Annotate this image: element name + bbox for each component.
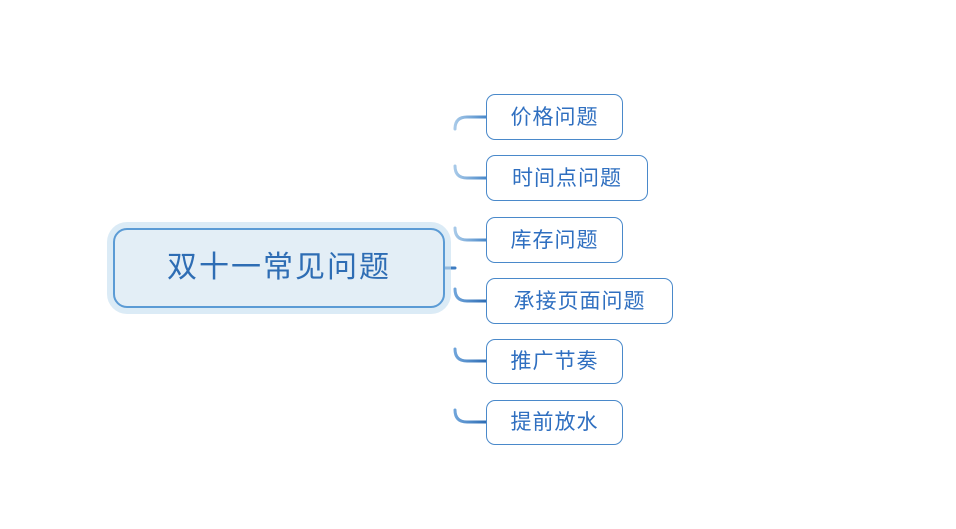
child-node-label: 库存问题 <box>510 227 599 252</box>
child-node-5[interactable]: 推广节奏 <box>486 339 623 384</box>
connector-branch-6 <box>453 408 488 424</box>
connector-branch-2 <box>453 164 488 180</box>
child-node-label: 价格问题 <box>510 104 599 129</box>
child-node-4[interactable]: 承接页面问题 <box>486 278 673 324</box>
root-node-label: 双十一常见问题 <box>167 250 391 285</box>
child-node-3[interactable]: 库存问题 <box>486 217 623 263</box>
child-node-label: 推广节奏 <box>510 349 599 373</box>
child-node-label: 承接页面问题 <box>513 288 646 313</box>
child-node-6[interactable]: 提前放水 <box>486 400 623 445</box>
child-node-label: 时间点问题 <box>512 165 622 190</box>
connector-branch-5 <box>453 347 488 363</box>
child-node-label: 提前放水 <box>510 410 599 434</box>
root-node[interactable]: 双十一常见问题 <box>113 228 445 308</box>
connector-branch-1 <box>453 115 488 131</box>
connector-branch-4 <box>453 287 488 303</box>
child-node-1[interactable]: 价格问题 <box>486 94 623 140</box>
connector-branch-3 <box>453 226 488 242</box>
child-node-2[interactable]: 时间点问题 <box>486 155 648 201</box>
